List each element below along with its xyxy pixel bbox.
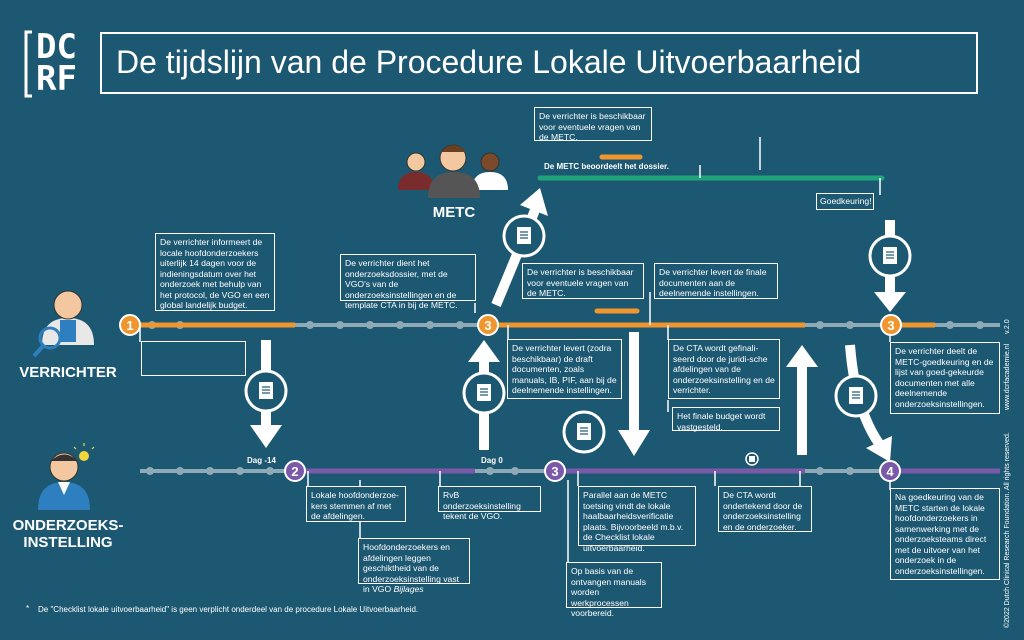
cta-gefinaliseerd-text: De CTA wordt gefinali-seerd door de juri… [668,339,780,399]
verrichter-informeert-text: De verrichter informeert de locale hoofd… [155,233,275,311]
document-icons [244,214,912,466]
step-badge-3-instelling: 3 [544,460,566,482]
metc-beschikbaar-text: De verrichter is beschikbaar voor eventu… [534,107,652,142]
dcrf-logo: DC RF [24,30,94,98]
title-box: De tijdslijn van de Procedure Lokale Uit… [100,32,978,94]
vastleggen-text-bijlages: Bijlages [393,584,424,594]
verrichter-beschikbaar-text: De verrichter is beschikbaar voor eventu… [522,263,644,299]
footnote: De "Checklist lokale uitvoerbaarheid" is… [38,605,419,614]
verrichter-person-icon [32,290,94,358]
verrichter-empty-box [141,341,246,376]
step-badge-3-verrichter: 3 [477,314,499,336]
dag-0-label: Dag 0 [481,456,503,465]
na-goedkeuring-text: Na goedkeuring van de METC starten de lo… [890,488,1000,580]
document-icon-2 [462,371,506,415]
document-icon-5 [868,234,912,278]
copyright-text: ©2022 Dutch Clinical Research Foundation… [1004,432,1011,628]
document-icon-4 [562,410,606,454]
metc-label: METC [432,204,476,221]
page-title: De tijdslijn van de Procedure Lokale Uit… [116,44,862,80]
cta-ondertekend-text: De CTA wordt ondertekend door de onderzo… [718,486,812,532]
document-icon-1 [244,369,288,413]
document-icon-6 [834,374,878,418]
rvb-tekent-text: RvB onderzoeksinstelling tekent de VGO. [438,486,541,521]
instelling-label: ONDERZOEKS- INSTELLING [8,517,128,551]
parallel-haalbaarheid-text: Parallel aan de METC toetsing vindt de l… [578,486,696,553]
logo-line-1: DC [36,27,77,67]
vastleggen-text-main: Hoofdonderzoekers en afdelingen leggen g… [363,542,460,594]
step-badge-1: 1 [119,314,141,336]
step-badge-3-verrichter-right: 3 [880,314,902,336]
dag-min14-label: Dag -14 [247,456,276,465]
cta-small-icon [745,452,759,466]
instelling-label-line-1: ONDERZOEKS- [12,517,124,534]
verrichter-levert-draft-text: De verrichter levert (zodra beschikbaar)… [507,339,622,399]
instelling-vastleggen-text: Hoofdonderzoekers en afdelingen leggen g… [358,538,470,594]
budget-text: Het finale budget wordt vastgesteld. [672,407,780,432]
instelling-person-icon [38,443,95,510]
logo-line-2: RF [36,59,77,99]
instelling-label-line-2: INSTELLING [23,534,113,551]
footnote-star: * [26,604,30,613]
verrichter-dient-in-text: De verrichter dient het onderzoeksdossie… [340,254,476,310]
step-badge-2: 2 [284,460,306,482]
version-label: v.2.0 [1004,319,1011,334]
metc-people-icon [398,144,508,198]
website-url: www.dcrfacademie.nl [1004,343,1011,410]
metc-beoordeelt-text: De METC beoordeelt het dossier. [544,162,669,171]
verrichter-deelt-text: De verrichter deelt de METC-goedkeuring … [890,342,1000,414]
instelling-stemmen-text: Lokale hoofdonderzoe-kers stemmen af met… [306,486,406,522]
step-badge-4: 4 [879,460,901,482]
document-icon-3 [502,214,546,258]
goedkeuring-text: Goedkeuring! [816,193,874,210]
manuals-werkprocessen-text: Op basis van de ontvangen manuals worden… [566,562,662,618]
verrichter-levert-finaal-text: De verrichter levert de finale documente… [654,263,778,299]
logo-bracket [24,30,32,98]
verrichter-label: VERRICHTER [19,364,117,381]
